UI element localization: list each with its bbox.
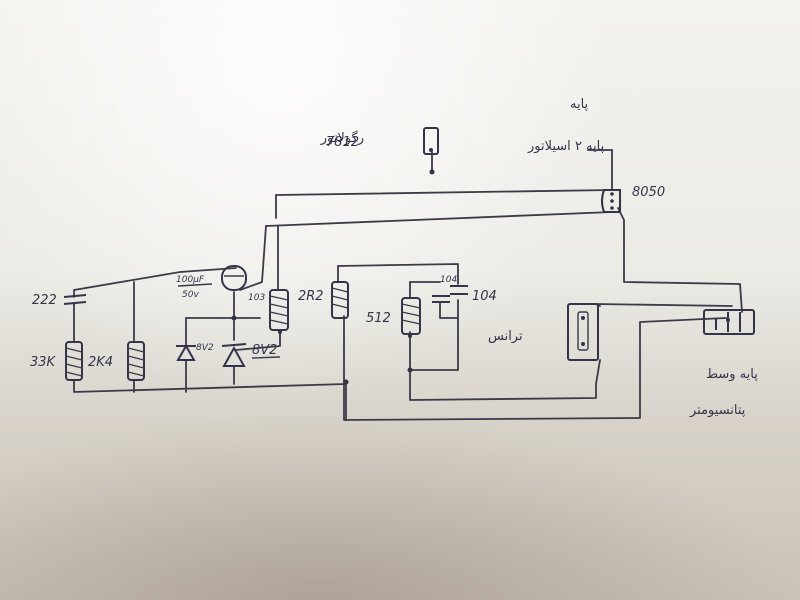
resistor-103 [269, 289, 289, 334]
label-pin-top-fa: پایه ۲ اسیلاتور [527, 139, 605, 154]
label-8050: 8050 [632, 185, 665, 200]
junctions [231, 169, 435, 385]
transformer-connector [567, 303, 599, 361]
label-transformer-fa: ترانس [488, 329, 523, 344]
resistor-512 [401, 297, 421, 338]
label-zener-right: 8V2 [252, 343, 277, 358]
regulator-7812 [423, 127, 439, 155]
capacitor-104-b [450, 285, 468, 295]
label-2r2: 2R2 [298, 289, 324, 304]
label-pot-fa: پتانسیومتر [689, 403, 746, 418]
capacitor-222 [63, 294, 87, 305]
label-103: 103 [248, 293, 265, 303]
label-7812: 7812 [326, 135, 359, 150]
label-104-b: 104 [472, 289, 497, 304]
label-33k: 33K [30, 355, 57, 370]
label-222: 222 [32, 293, 57, 308]
wires [73, 149, 743, 421]
label-cap-value: 100µF [176, 275, 205, 285]
label-512: 512 [366, 311, 391, 326]
label-104-a: 104 [440, 275, 457, 285]
transistor-8050 [601, 189, 621, 213]
resistor-2r2 [331, 281, 349, 319]
label-cap-voltage: 50v [182, 290, 199, 300]
resistor-33k [65, 341, 83, 381]
underline-marks [177, 283, 281, 359]
label-zener-left: 8V2 [196, 343, 214, 353]
zener-diode-right [221, 343, 247, 367]
labels: 222 33K 2K4 100µF 50v 8V2 8V2 103 2R2 51… [30, 97, 758, 418]
label-2k4: 2K4 [88, 355, 113, 370]
label-pin-top-scribble: پایه‌‌‌‌‌‌ [570, 97, 589, 112]
label-pin-mid-fa: پایه وسط [706, 367, 758, 382]
label-regulator-fa: رگولاتور [320, 130, 364, 146]
resistor-2k4 [127, 341, 145, 381]
electrolytic-capacitor [221, 265, 247, 291]
potentiometer [703, 309, 755, 335]
zener-diode-left [176, 343, 196, 361]
capacitor-104-a [432, 295, 450, 303]
